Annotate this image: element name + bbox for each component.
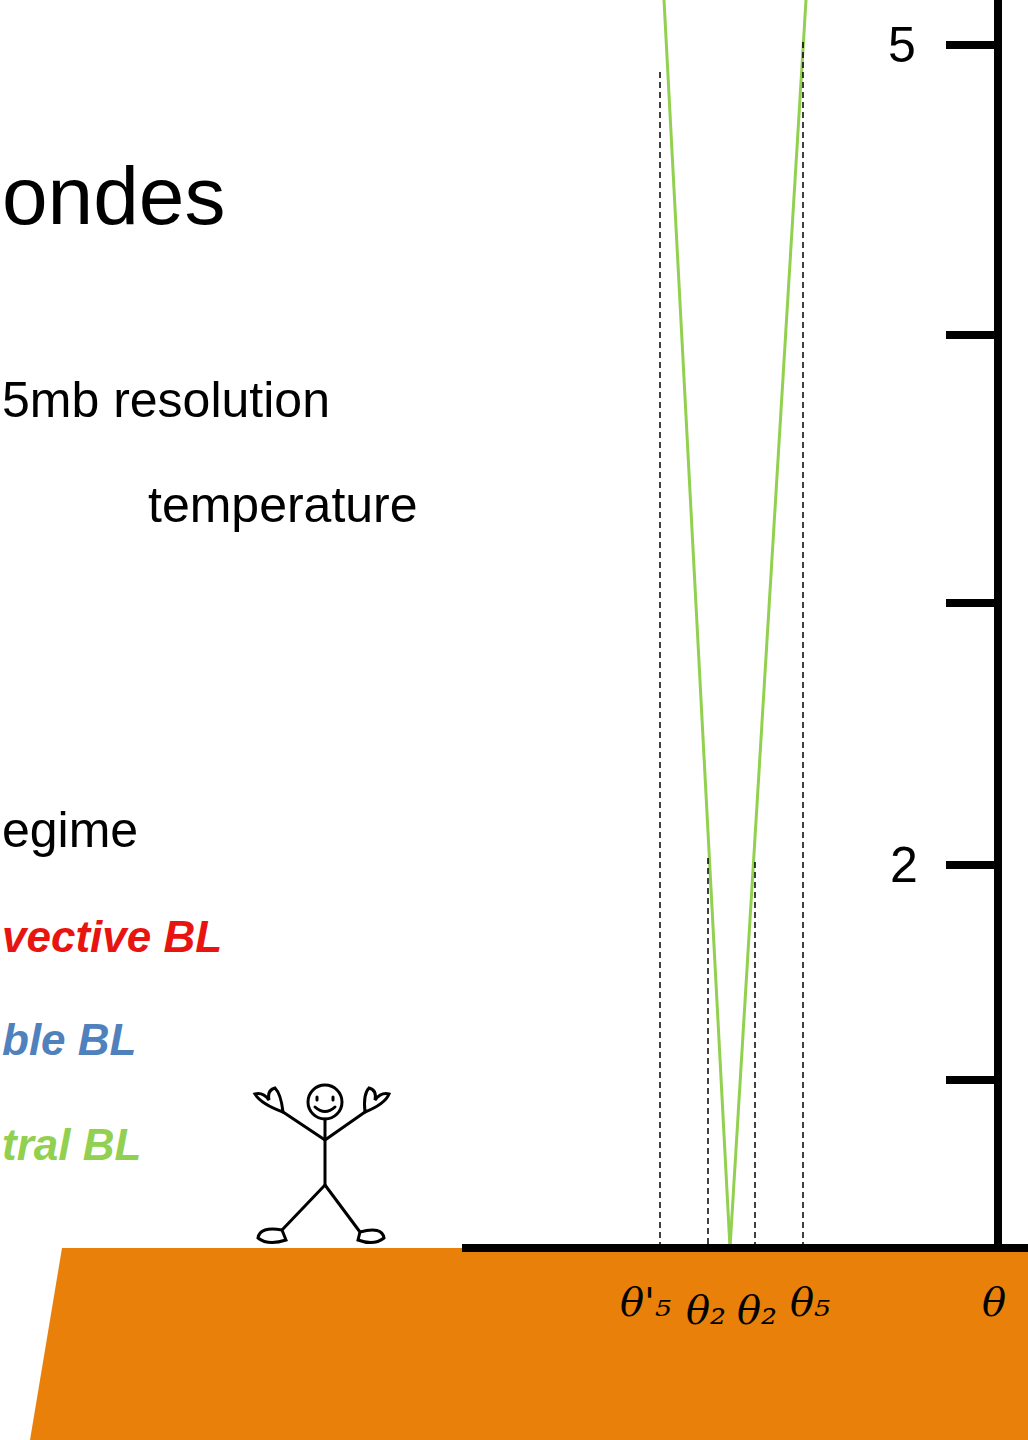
theta-symbol: θ'₅ <box>620 1282 671 1322</box>
regime-label: ble BL <box>2 1018 136 1062</box>
dashed-guides <box>660 42 803 1248</box>
bullet-text: 5mb resolution <box>2 375 330 425</box>
axis-symbol: θ <box>982 1282 1006 1322</box>
bullet-text: egime <box>2 805 138 855</box>
axis-ticks <box>946 45 998 1080</box>
regime-label: tral BL <box>2 1123 141 1167</box>
ground <box>30 1248 1028 1440</box>
axis-value: 5 <box>888 20 916 70</box>
height-axis <box>994 0 1002 1252</box>
axis-value: 2 <box>890 840 918 890</box>
regime-label: vective BL <box>2 915 222 959</box>
theta-symbol: θ₅ <box>790 1282 830 1322</box>
slide-title: ondes <box>2 155 225 237</box>
theta-symbol: θ₂ <box>737 1290 777 1330</box>
theta-axis <box>462 1244 1028 1252</box>
profile-line <box>664 0 730 1248</box>
bullet-text: temperature <box>148 480 418 530</box>
stick-figure <box>255 1085 389 1243</box>
theta-symbol: θ₂ <box>686 1290 726 1330</box>
profile-line <box>730 0 806 1248</box>
